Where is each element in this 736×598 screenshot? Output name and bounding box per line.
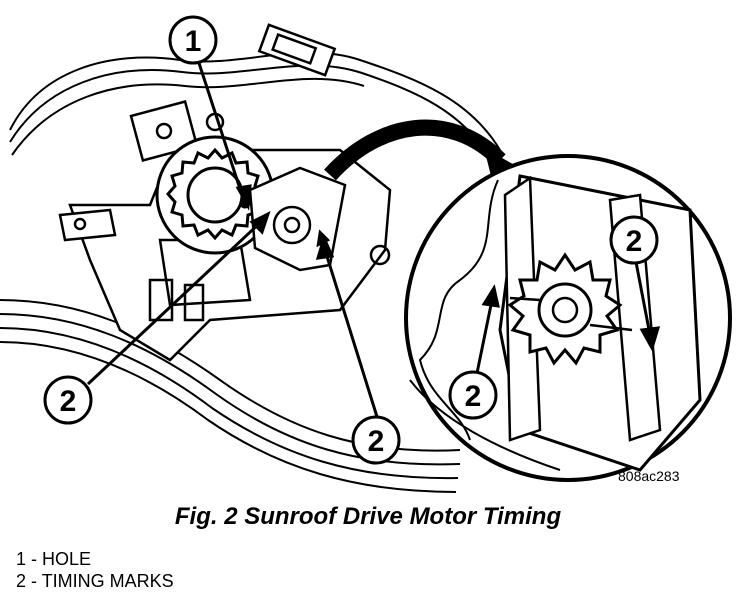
detail-magnified-view [404, 154, 732, 482]
callout-circle [168, 15, 218, 65]
callout-2-detail-left: 2 [448, 370, 498, 420]
legend: 1 - HOLE 2 - TIMING MARKS [16, 548, 174, 592]
curved-transfer-arrow [324, 119, 520, 181]
legend-number: 2 [16, 571, 27, 591]
callout-label-2: 2 [465, 380, 482, 413]
figure-caption: Fig. 2 Sunroof Drive Motor Timing [174, 503, 562, 530]
legend-separator: - [26, 571, 42, 591]
drawing-code: 808ac283 [618, 468, 680, 484]
callout-label-1: 1 [185, 25, 202, 58]
legend-item: 1 - HOLE [16, 548, 174, 570]
drive-gear-main [155, 135, 275, 255]
callout-label-2: 2 [60, 385, 77, 418]
wire-harness [0, 51, 501, 493]
legend-text: TIMING MARKS [41, 571, 174, 591]
callout-circle [609, 215, 659, 265]
legend-text: HOLE [42, 549, 92, 569]
callout-2-detail-right: 2 [609, 215, 659, 265]
callout-circle [43, 375, 93, 425]
callout-circle [351, 415, 401, 465]
legend-number: 1 [16, 549, 27, 569]
leader-lines [86, 59, 661, 421]
callout-circle [448, 370, 498, 420]
legend-separator: - [26, 549, 43, 569]
callout-2-left: 2 [43, 375, 93, 425]
callout-label-2: 2 [368, 425, 385, 458]
callout-label-2: 2 [626, 225, 643, 258]
connector-top [257, 23, 337, 77]
callout-2-bottom: 2 [351, 415, 401, 465]
legend-item: 2 - TIMING MARKS [16, 570, 174, 592]
callout-1-hole: 1 [168, 15, 218, 65]
